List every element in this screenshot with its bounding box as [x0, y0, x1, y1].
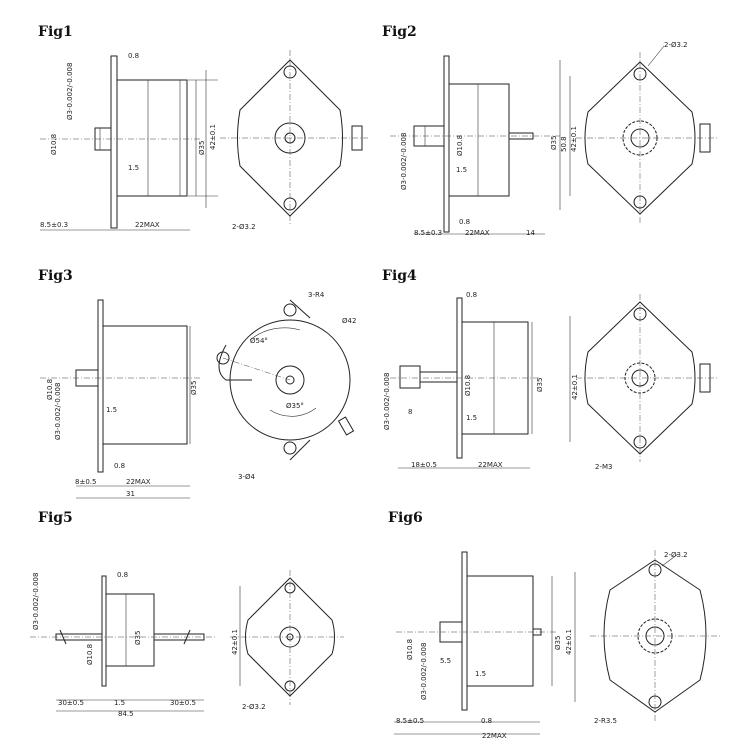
fig2-mount-b: 42±0.1 — [570, 126, 578, 152]
fig1-boss-dim: 1.5 — [128, 164, 139, 172]
fig2-left-dim: 8.5±0.3 — [414, 229, 442, 237]
figure-6: Fig6 Ø10.8 Ø3-0.002/-0.008 5.5 1.5 Ø35 8… — [388, 510, 720, 740]
figure-6-front-view: 2-Ø3.2 42±0.1 2-R3.5 — [565, 550, 720, 725]
fig6-flange-dim: 0.8 — [481, 717, 492, 725]
figure-2-title: Fig2 — [382, 24, 417, 40]
figure-3-title: Fig3 — [38, 268, 73, 284]
fig1-flange-dim: 0.8 — [128, 52, 139, 60]
fig4-mount-dim: 42±0.1 — [571, 374, 579, 400]
fig3-outer-dia: Ø42 — [342, 317, 356, 325]
fig3-body-dia: Ø35 — [190, 381, 198, 395]
fig6-body-dia: Ø35 — [554, 636, 562, 650]
figure-1-front-view: 2-Ø3.2 — [220, 50, 368, 231]
fig3-angle-2: Ø35° — [286, 402, 304, 410]
fig3-holes-dim: 3-Ø4 — [238, 473, 255, 481]
figure-4: Fig4 0.8 Ø3-0.002/-0.008 8 Ø10.8 1.5 Ø35… — [382, 268, 718, 471]
fig3-left-dim: 8±0.5 — [75, 478, 96, 486]
figure-3-side-view: Ø10.8 Ø3-0.002/-0.008 1.5 Ø35 0.8 8±0.5 … — [40, 299, 200, 499]
fig6-left-dim: 8.5±0.5 — [396, 717, 424, 725]
fig6-radius-dim: 2-R3.5 — [594, 717, 617, 725]
fig2-flange-dim: 0.8 — [459, 218, 470, 226]
figure-2-side-view: Ø3-0.002/-0.008 Ø10.8 1.5 Ø35 50.8 42±0.… — [390, 55, 578, 237]
fig2-shaft-tolerance: Ø3-0.002/-0.008 — [400, 133, 408, 190]
fig2-boss-dim: 1.5 — [456, 166, 467, 174]
fig3-total-dim: 31 — [126, 490, 135, 498]
fig2-length-dim: 22MAX — [465, 229, 490, 237]
figure-6-title: Fig6 — [388, 510, 423, 526]
fig4-body-dia: Ø35 — [536, 378, 544, 392]
fig4-flange-dim: 0.8 — [466, 291, 477, 299]
figure-4-side-view: 0.8 Ø3-0.002/-0.008 8 Ø10.8 1.5 Ø35 18±0… — [383, 291, 544, 469]
fig3-radius-dim: 3-R4 — [308, 291, 325, 299]
figure-6-side-view: Ø10.8 Ø3-0.002/-0.008 5.5 1.5 Ø35 8.5±0.… — [394, 551, 562, 740]
figure-5-title: Fig5 — [38, 510, 73, 526]
fig1-body-dia: Ø35 — [198, 141, 206, 155]
fig3-angle-1: Ø54° — [250, 337, 268, 345]
fig3-shaft-dia: Ø10.8 — [46, 379, 54, 400]
fig2-body-dia: Ø35 — [550, 136, 558, 150]
fig6-holes-dim: 2-Ø3.2 — [664, 551, 688, 559]
fig1-shaft-tolerance: Ø3-0.002/-0.008 — [66, 63, 74, 120]
fig2-shaft-dia: Ø10.8 — [456, 135, 464, 156]
fig4-left-dim: 18±0.5 — [411, 461, 437, 469]
fig1-mount-dim: 42±0.1 — [209, 124, 217, 150]
figure-1-side-view: 0.8 Ø3-0.002/-0.008 Ø10.8 1.5 Ø35 42±0.1… — [40, 52, 218, 231]
fig3-shaft-tolerance: Ø3-0.002/-0.008 — [54, 383, 62, 440]
fig6-gear-dim: 5.5 — [440, 657, 451, 665]
fig6-mount-dim: 42±0.1 — [565, 629, 573, 655]
fig4-length-dim: 22MAX — [478, 461, 503, 469]
fig5-left-dim: 30±0.5 — [58, 699, 84, 707]
fig4-shaft-dia: Ø10.8 — [464, 375, 472, 396]
fig2-mount-a: 50.8 — [560, 136, 568, 152]
fig3-length-dim: 22MAX — [126, 478, 151, 486]
fig4-shaft-tolerance: Ø3-0.002/-0.008 — [383, 373, 391, 430]
fig4-boss-dim: 1.5 — [466, 414, 477, 422]
fig1-left-dim: 8.5±0.3 — [40, 221, 68, 229]
fig1-length-dim: 22MAX — [135, 221, 160, 229]
fig1-holes-dim: 2-Ø3.2 — [232, 223, 256, 231]
figure-2: Fig2 Ø3-0.002/-0.008 Ø10.8 1.5 Ø35 50.8 … — [382, 24, 718, 237]
fig4-gear-dim: 8 — [408, 408, 412, 416]
figure-2-front-view: 2-Ø3.2 — [576, 41, 718, 224]
fig6-shaft-dia: Ø10.8 — [406, 639, 414, 660]
fig2-right-dim: 14 — [526, 229, 535, 237]
figure-5-front-view: 42±0.1 2-Ø3.2 — [230, 570, 344, 711]
fig5-flange-dim: 0.8 — [117, 571, 128, 579]
fig5-mount-dim: 42±0.1 — [231, 629, 239, 655]
fig4-holes-dim: 2-M3 — [595, 463, 612, 471]
figure-5-side-view: 0.8 Ø3-0.002/-0.008 Ø10.8 Ø35 30±0.5 1.5… — [30, 571, 216, 718]
figure-4-front-view: 42±0.1 2-M3 — [569, 294, 718, 471]
fig5-mid-dim: 1.5 — [114, 699, 125, 707]
fig5-body-dia: Ø35 — [134, 631, 142, 645]
fig3-flange-dim: 0.8 — [114, 462, 125, 470]
fig5-shaft-dia: Ø10.8 — [86, 644, 94, 665]
fig5-shaft-tolerance: Ø3-0.002/-0.008 — [32, 573, 40, 630]
fig5-right-dim: 30±0.5 — [170, 699, 196, 707]
fig6-shaft-tolerance: Ø3-0.002/-0.008 — [420, 643, 428, 700]
fig5-holes-dim: 2-Ø3.2 — [242, 703, 266, 711]
fig6-boss-dim: 1.5 — [475, 670, 486, 678]
figure-4-title: Fig4 — [382, 268, 417, 284]
figure-1: Fig1 0.8 Ø3-0.002/-0.008 Ø10.8 1.5 Ø35 4… — [38, 24, 368, 231]
fig1-shaft-dia: Ø10.8 — [50, 134, 58, 155]
figure-5: Fig5 0.8 Ø3-0.002/-0.008 Ø10.8 Ø35 30±0.… — [30, 510, 344, 718]
figure-3: Fig3 Ø10.8 Ø3-0.002/-0.008 1.5 Ø35 0.8 8… — [38, 268, 356, 499]
figure-3-front-view: 3-R4 Ø42 Ø54° Ø35° 3-Ø4 — [216, 291, 356, 481]
fig3-boss-dim: 1.5 — [106, 406, 117, 414]
fig2-holes-dim: 2-Ø3.2 — [664, 41, 688, 49]
fig5-total-dim: 84.5 — [118, 710, 134, 718]
fig6-length-dim: 22MAX — [482, 732, 507, 740]
figure-1-title: Fig1 — [38, 24, 73, 40]
